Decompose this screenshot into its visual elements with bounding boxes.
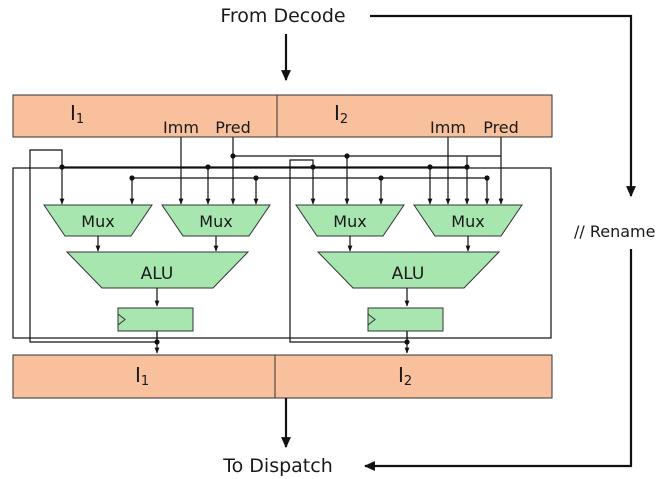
mux-4-label: Mux [451,212,484,231]
execution-block-border [12,167,552,339]
latch-2 [367,307,444,332]
latch-1 [117,307,194,332]
mux-3-label: Mux [333,212,366,231]
mux-to-alu-wires [95,236,471,252]
rename-path-top [370,14,636,198]
latch-to-output-wires [154,331,410,354]
alu-units: ALU ALU [65,251,501,289]
latch-2-clock-icon [367,313,376,326]
rename-path-bottom [363,249,633,471]
mux-1 [43,204,153,237]
alu-to-latch-wires [154,288,410,307]
output-lane-i2 [274,354,553,399]
latch-1-clock-icon [117,313,126,326]
rename-label: // Rename [574,222,655,241]
imm-label-1: Imm [163,118,199,137]
output-lane-i1 [12,354,276,399]
output-register: I1 I2 [12,354,553,399]
mux-4 [413,204,523,237]
input-lane-i2 [276,94,553,138]
alu-2-label: ALU [392,264,425,284]
input-register: I1 I2 Imm Pred Imm Pred [12,94,553,138]
mux-1-label: Mux [81,212,114,231]
to-dispatch-label: To Dispatch [222,455,333,477]
pred-label-1: Pred [215,118,251,137]
mux-2 [161,204,271,237]
from-decode-label: From Decode [220,5,345,27]
pipeline-latches [117,307,444,332]
output-lane-i1-label: I1 [135,363,149,389]
alu-1-label: ALU [141,264,174,284]
mux-units: Mux Mux Mux Mux [43,204,523,237]
input-lane-i2-label: I2 [334,101,348,127]
alu-2 [316,251,501,289]
output-lane-i2-label: I2 [398,363,412,389]
input-lane-i1 [12,94,278,138]
imm-label-2: Imm [430,118,466,137]
input-lane-i1-label: I1 [70,101,84,127]
mux-3 [295,204,405,237]
mux-2-label: Mux [199,212,232,231]
alu-1 [65,251,250,289]
pred-label-2: Pred [483,118,519,137]
